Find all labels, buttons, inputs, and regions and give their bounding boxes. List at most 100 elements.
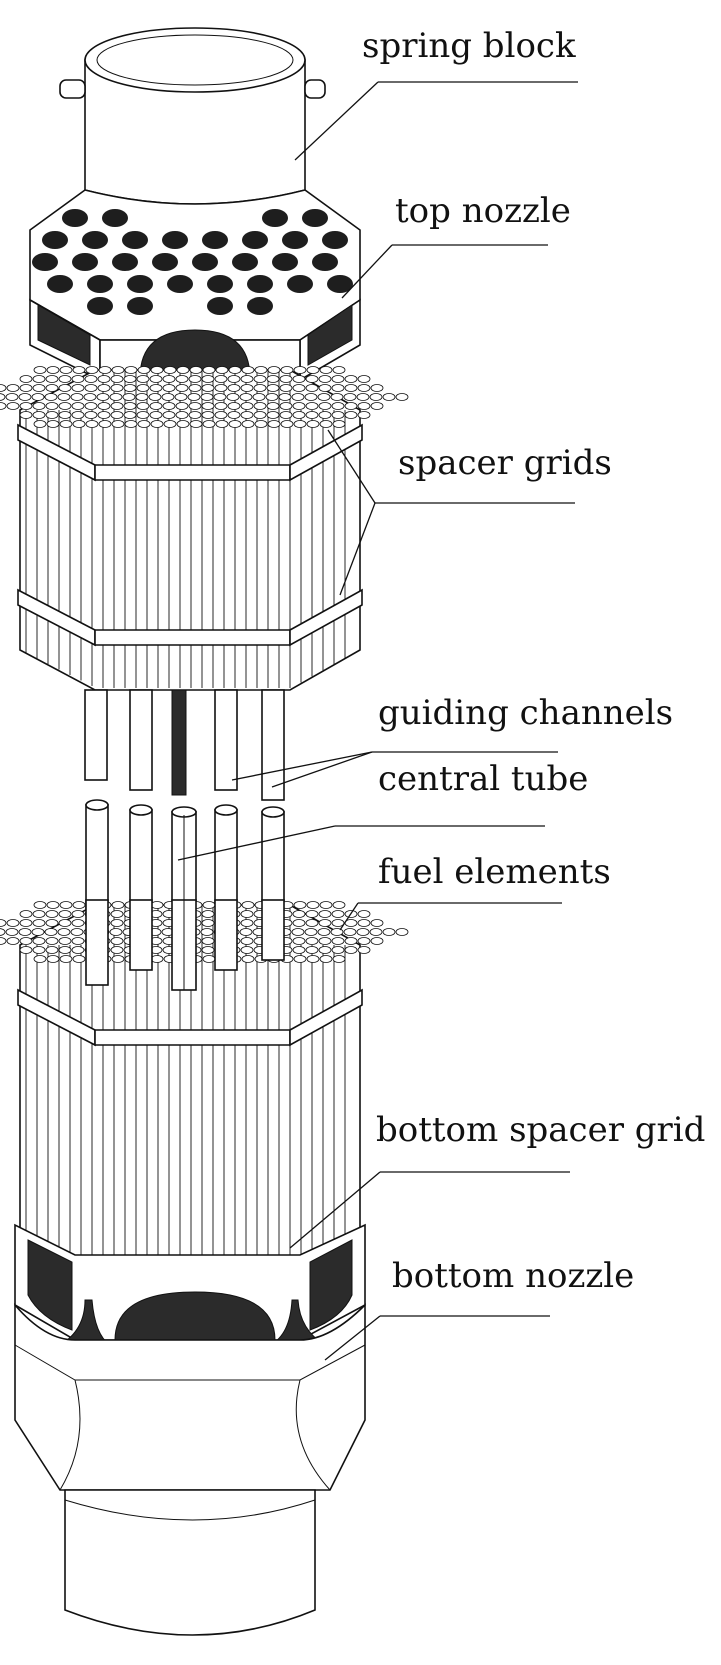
- rod-top: [201, 937, 215, 945]
- rod-top: [253, 375, 267, 383]
- rod-top: [395, 393, 409, 401]
- rod-top: [253, 411, 267, 419]
- rod-top: [6, 937, 20, 945]
- rod-top: [227, 411, 241, 419]
- rod-top: [45, 910, 59, 918]
- rod-top: [267, 420, 281, 428]
- coolant-hole: [262, 209, 288, 227]
- rod-top: [370, 937, 384, 945]
- rod-top: [111, 366, 125, 374]
- rod-top: [162, 411, 176, 419]
- rod-top: [306, 901, 320, 909]
- rod-top: [202, 901, 216, 909]
- rod-top: [71, 411, 85, 419]
- label-bottom-spacer-grid: bottom spacer grid: [289, 1110, 705, 1249]
- rod-top: [357, 384, 371, 392]
- coolant-hole: [322, 231, 348, 249]
- label-text: guiding channels: [378, 693, 673, 733]
- rod-top: [318, 402, 332, 410]
- coolant-hole: [42, 231, 68, 249]
- label-central-tube: central tube: [177, 759, 588, 861]
- rod-top: [304, 928, 318, 936]
- label-text: spring block: [362, 26, 576, 66]
- rod-top: [111, 901, 125, 909]
- rod-top: [214, 402, 228, 410]
- rod-top: [122, 393, 136, 401]
- rod-top: [395, 928, 409, 936]
- rod-top: [5, 928, 19, 936]
- coolant-holes: [32, 209, 353, 315]
- rod-top: [189, 420, 203, 428]
- coolant-hole: [282, 231, 308, 249]
- rod-top: [58, 919, 72, 927]
- rod-top: [330, 393, 344, 401]
- rod-top: [317, 393, 331, 401]
- rod-top: [175, 375, 189, 383]
- label-text: bottom spacer grid: [376, 1110, 705, 1150]
- coolant-hole: [302, 209, 328, 227]
- rod-top: [32, 919, 46, 927]
- rod-top: [200, 393, 214, 401]
- label-text: spacer grids: [398, 443, 612, 483]
- coolant-hole: [127, 275, 153, 293]
- rod-top: [161, 393, 175, 401]
- rod-top: [84, 375, 98, 383]
- rod-top: [188, 384, 202, 392]
- rod-top: [110, 946, 124, 954]
- rod-top: [57, 928, 71, 936]
- rod-top: [32, 384, 46, 392]
- rod-top: [319, 901, 333, 909]
- rod-top: [32, 411, 46, 419]
- rod-top: [266, 411, 280, 419]
- rod-top: [306, 955, 320, 963]
- coolant-hole: [62, 209, 88, 227]
- rod-top: [239, 928, 253, 936]
- rod-top: [319, 955, 333, 963]
- rod-top: [344, 402, 358, 410]
- bottom-nozzle: [14, 1223, 366, 1636]
- rod-top: [45, 946, 59, 954]
- coolant-hole: [87, 275, 113, 293]
- coolant-hole: [192, 253, 218, 271]
- rod-top: [305, 919, 319, 927]
- coolant-hole: [232, 253, 258, 271]
- rod-top: [31, 928, 45, 936]
- lower-fuel-rods: [25, 905, 346, 1288]
- coolant-hole: [122, 231, 148, 249]
- rod-top: [202, 420, 216, 428]
- coolant-hole: [312, 253, 338, 271]
- rod-top: [0, 928, 6, 936]
- rod-top: [58, 937, 72, 945]
- rod-top: [214, 375, 228, 383]
- rod-top: [137, 366, 151, 374]
- rod-top: [163, 420, 177, 428]
- rod-top: [215, 420, 229, 428]
- rod-top: [331, 910, 345, 918]
- rod-top: [331, 937, 345, 945]
- rod-top: [240, 411, 254, 419]
- rod-top: [0, 937, 7, 945]
- rod-top: [85, 420, 99, 428]
- rod-top: [72, 366, 86, 374]
- rod-top: [45, 375, 59, 383]
- rod-top: [305, 411, 319, 419]
- rod-top: [149, 375, 163, 383]
- rod-top: [265, 393, 279, 401]
- rod-top: [318, 375, 332, 383]
- rod-top: [279, 402, 293, 410]
- rod-top: [6, 919, 20, 927]
- rod-top: [163, 366, 177, 374]
- rod-top: [227, 384, 241, 392]
- rod-top: [110, 937, 124, 945]
- rod-top: [84, 384, 98, 392]
- rod-top: [331, 384, 345, 392]
- rod-top: [382, 928, 396, 936]
- rod-top: [31, 393, 45, 401]
- rod-top: [215, 366, 229, 374]
- upper-spacer-grid-2: [17, 588, 363, 647]
- rod-top: [18, 928, 32, 936]
- coolant-hole: [207, 297, 233, 315]
- rod-top: [176, 420, 190, 428]
- rod-top: [254, 420, 268, 428]
- rod-top: [59, 366, 73, 374]
